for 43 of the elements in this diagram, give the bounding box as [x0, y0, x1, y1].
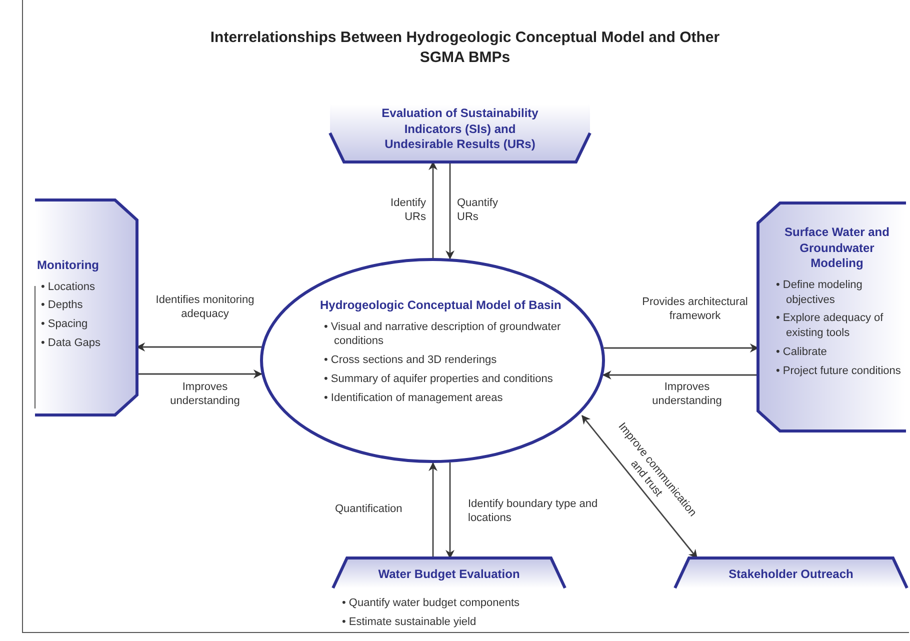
- node-heading: Surface Water and Groundwater Modeling: [784, 225, 890, 272]
- bullet-item: • Calibrate: [776, 345, 828, 360]
- diagram-title: Interrelationships Between Hydrogeologic Conceptual Model and Other SGMA BMPs: [209, 28, 721, 68]
- arrow: [446, 162, 454, 260]
- arrow: [428, 161, 438, 258]
- arrow: [604, 344, 759, 352]
- edge-label: Identify boundary type and locations: [468, 497, 598, 526]
- edge-label: Improves understanding: [651, 380, 723, 409]
- arrow: [602, 370, 758, 380]
- bullet-item: • Cross sections and 3D renderings: [324, 353, 498, 368]
- bullet-item: • Summary of aquifer properties and conditions: [324, 372, 554, 387]
- node-heading: Monitoring: [37, 258, 99, 274]
- arrow: [428, 462, 438, 558]
- node-heading: Stakeholder Outreach: [728, 567, 854, 583]
- node-heading: Evaluation of Sustainability Indicators (SIs) and Undesirable Results (URs): [380, 106, 540, 153]
- side-panel: [35, 200, 137, 415]
- bullet-item: • Locations: [41, 280, 96, 294]
- bullet-item: • Identification of management areas: [324, 390, 504, 406]
- bullet-item: • Define modeling objectives: [776, 278, 864, 308]
- node-heading: Hydrogeologic Conceptual Model of Basin: [320, 298, 562, 314]
- edge-label: Identify URs: [390, 196, 426, 225]
- tray-shape: [333, 558, 565, 588]
- bullet-item: • Project future conditions: [776, 364, 902, 379]
- arrow: [582, 414, 698, 559]
- bullet-item: • Visual and narrative description of groundwater conditions: [324, 320, 562, 350]
- edge-label: Quantification: [335, 502, 404, 516]
- edge-label: Quantify URs: [457, 196, 499, 225]
- side-panel: [758, 203, 906, 431]
- edge-label: Identifies monitoring adequacy: [154, 293, 256, 322]
- edge-label: Improves understanding: [169, 380, 241, 409]
- bullet-item: • Quantify water budget components: [342, 596, 520, 611]
- bullet-item: • Estimate sustainable yield: [342, 614, 478, 630]
- bullet-item: • Spacing: [41, 317, 89, 332]
- bullet-item: • Depths: [41, 298, 84, 314]
- arrow: [137, 370, 262, 378]
- bullet-item: • Data Gaps: [41, 336, 100, 351]
- edge-label: Provides architectural framework: [641, 295, 749, 324]
- arrow: [446, 462, 454, 559]
- arrow: [136, 342, 262, 352]
- node-heading: Water Budget Evaluation: [378, 567, 520, 583]
- tray-shape: [675, 558, 907, 588]
- bullet-item: • Explore adequacy of existing tools: [776, 311, 884, 342]
- ellipse-shape: [260, 258, 605, 463]
